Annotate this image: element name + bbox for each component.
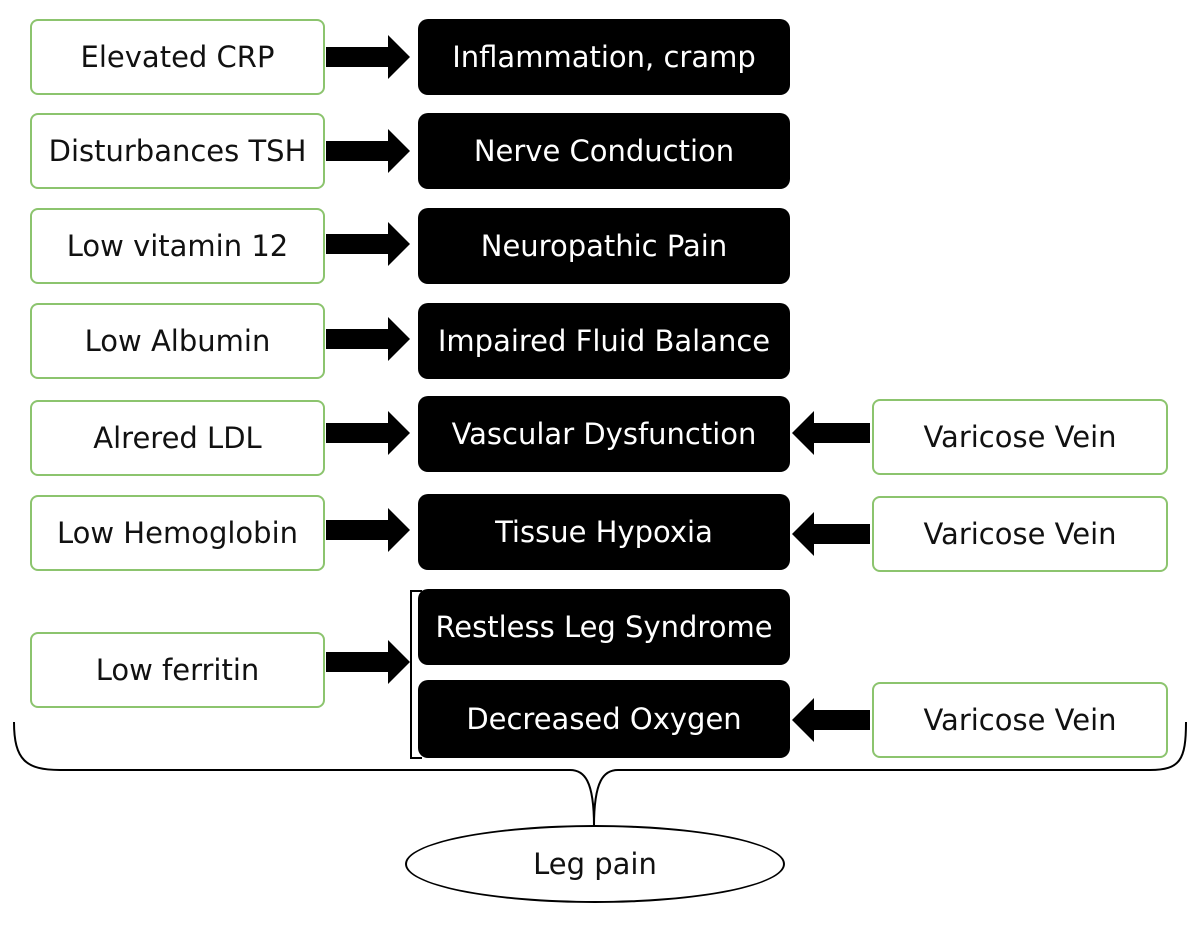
effect-box-vascular-dysfunction: Vascular Dysfunction bbox=[418, 396, 790, 472]
cause-label: Low vitamin 12 bbox=[66, 229, 289, 263]
side-box-varicose-vein-1: Varicose Vein bbox=[872, 399, 1168, 475]
side-box-varicose-vein-3: Varicose Vein bbox=[872, 682, 1168, 758]
arrow-right-icon bbox=[326, 508, 410, 552]
arrow-right-icon bbox=[326, 317, 410, 361]
cause-label: Alrered LDL bbox=[93, 421, 262, 455]
curly-brace bbox=[13, 721, 1187, 827]
arrow-right-icon bbox=[326, 222, 410, 266]
arrow-left-icon bbox=[792, 512, 870, 556]
effect-label: Vascular Dysfunction bbox=[451, 417, 757, 451]
effect-box-tissue-hypoxia: Tissue Hypoxia bbox=[418, 494, 790, 570]
effect-label: Nerve Conduction bbox=[473, 134, 735, 168]
arrow-left-icon bbox=[792, 411, 870, 455]
cause-box-low-albumin: Low Albumin bbox=[30, 303, 325, 379]
cause-label: Low ferritin bbox=[95, 653, 260, 687]
cause-box-low-ferritin: Low ferritin bbox=[30, 632, 325, 708]
arrow-right-icon bbox=[326, 640, 410, 684]
arrow-left-icon bbox=[792, 698, 870, 742]
cause-box-disturbances-tsh: Disturbances TSH bbox=[30, 113, 325, 189]
effect-box-neuropathic-pain: Neuropathic Pain bbox=[418, 208, 790, 284]
effect-label: Restless Leg Syndrome bbox=[435, 610, 773, 644]
effect-box-inflammation-cramp: Inflammation, cramp bbox=[418, 19, 790, 95]
effect-box-nerve-conduction: Nerve Conduction bbox=[418, 113, 790, 189]
side-label: Varicose Vein bbox=[923, 703, 1117, 737]
effect-box-decreased-oxygen: Decreased Oxygen bbox=[418, 680, 790, 758]
arrow-right-icon bbox=[326, 411, 410, 455]
cause-label: Elevated CRP bbox=[80, 40, 275, 74]
side-label: Varicose Vein bbox=[923, 517, 1117, 551]
effect-label: Decreased Oxygen bbox=[466, 702, 742, 736]
cause-label: Low Albumin bbox=[84, 324, 271, 358]
effect-label: Tissue Hypoxia bbox=[495, 515, 713, 549]
side-label: Varicose Vein bbox=[923, 420, 1117, 454]
arrow-right-icon bbox=[326, 35, 410, 79]
cause-label: Disturbances TSH bbox=[48, 134, 307, 168]
arrow-right-icon bbox=[326, 129, 410, 173]
cause-label: Low Hemoglobin bbox=[56, 516, 299, 550]
cause-box-altered-ldl: Alrered LDL bbox=[30, 400, 325, 476]
cause-box-low-vitamin-12: Low vitamin 12 bbox=[30, 208, 325, 284]
cause-box-elevated-crp: Elevated CRP bbox=[30, 19, 325, 95]
effect-box-impaired-fluid-balance: Impaired Fluid Balance bbox=[418, 303, 790, 379]
cause-box-low-hemoglobin: Low Hemoglobin bbox=[30, 495, 325, 571]
side-box-varicose-vein-2: Varicose Vein bbox=[872, 496, 1168, 572]
outcome-ellipse-leg-pain: Leg pain bbox=[405, 825, 785, 903]
effect-box-restless-leg-syndrome: Restless Leg Syndrome bbox=[418, 589, 790, 665]
effect-label: Inflammation, cramp bbox=[452, 40, 756, 74]
group-bracket bbox=[410, 590, 422, 759]
effect-label: Neuropathic Pain bbox=[480, 229, 728, 263]
outcome-label: Leg pain bbox=[533, 847, 657, 881]
effect-label: Impaired Fluid Balance bbox=[437, 324, 771, 358]
